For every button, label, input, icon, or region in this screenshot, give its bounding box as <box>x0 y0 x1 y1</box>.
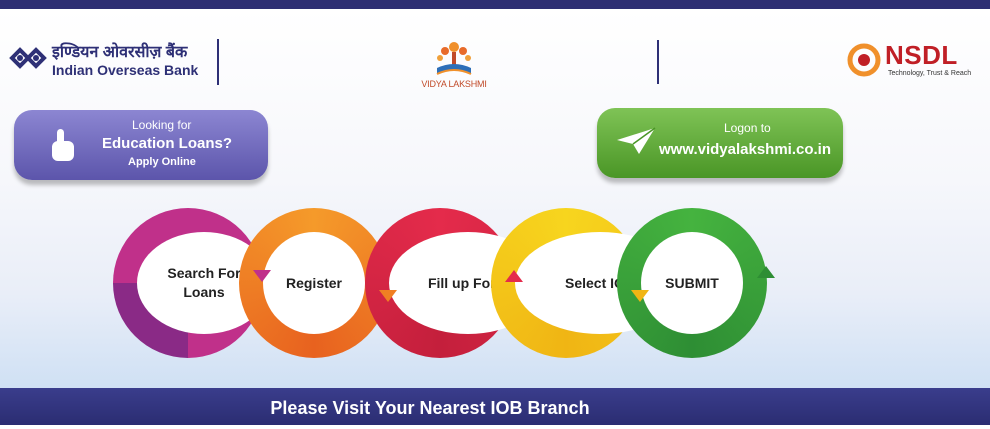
hand-pointer-icon <box>52 129 74 161</box>
arrow-icon <box>757 266 775 278</box>
website-link[interactable]: www.vidyalakshmi.co.in <box>659 141 832 158</box>
paper-plane-icon <box>617 127 656 154</box>
nsdl-name: NSDL <box>885 40 958 70</box>
vidya-lakshmi-logo-icon <box>436 42 472 75</box>
step-ring-submit: SUBMIT <box>617 208 767 358</box>
iob-hindi-name: इण्डियन ओवरसीज़ बैंक <box>52 44 188 61</box>
iob-english-name: Indian Overseas Bank <box>52 62 199 78</box>
header-divider-left <box>217 39 219 85</box>
footer-text: Please Visit Your Nearest IOB Branch <box>270 398 590 418</box>
logon-text: Logon to <box>724 121 771 135</box>
step-label-submit: SUBMIT <box>641 232 743 334</box>
nsdl-tagline: Technology, Trust & Reach <box>888 70 972 77</box>
step-ring-register: Register <box>239 208 389 358</box>
arrow-icon <box>505 270 523 282</box>
step-label-register: Register <box>263 232 365 334</box>
arrow-icon <box>253 270 271 282</box>
vidyalakshmi-link-banner[interactable]: Logon to www.vidyalakshmi.co.in <box>597 108 843 178</box>
arrow-icon <box>379 290 397 302</box>
nsdl-logo-icon <box>847 43 881 77</box>
education-loans-banner[interactable]: Looking for Education Loans? Apply Onlin… <box>14 110 268 180</box>
header-divider-right <box>657 40 659 84</box>
top-bar <box>0 0 990 9</box>
banner-line-3: Apply Online <box>128 156 196 168</box>
footer-bar <box>0 388 990 425</box>
iob-logo-icon <box>9 47 47 69</box>
banner-line-1: Looking for <box>132 118 192 132</box>
arrow-icon <box>631 290 649 302</box>
vidya-lakshmi-name: VIDYA LAKSHMI <box>421 79 487 89</box>
banner-line-2: Education Loans? <box>102 135 233 152</box>
